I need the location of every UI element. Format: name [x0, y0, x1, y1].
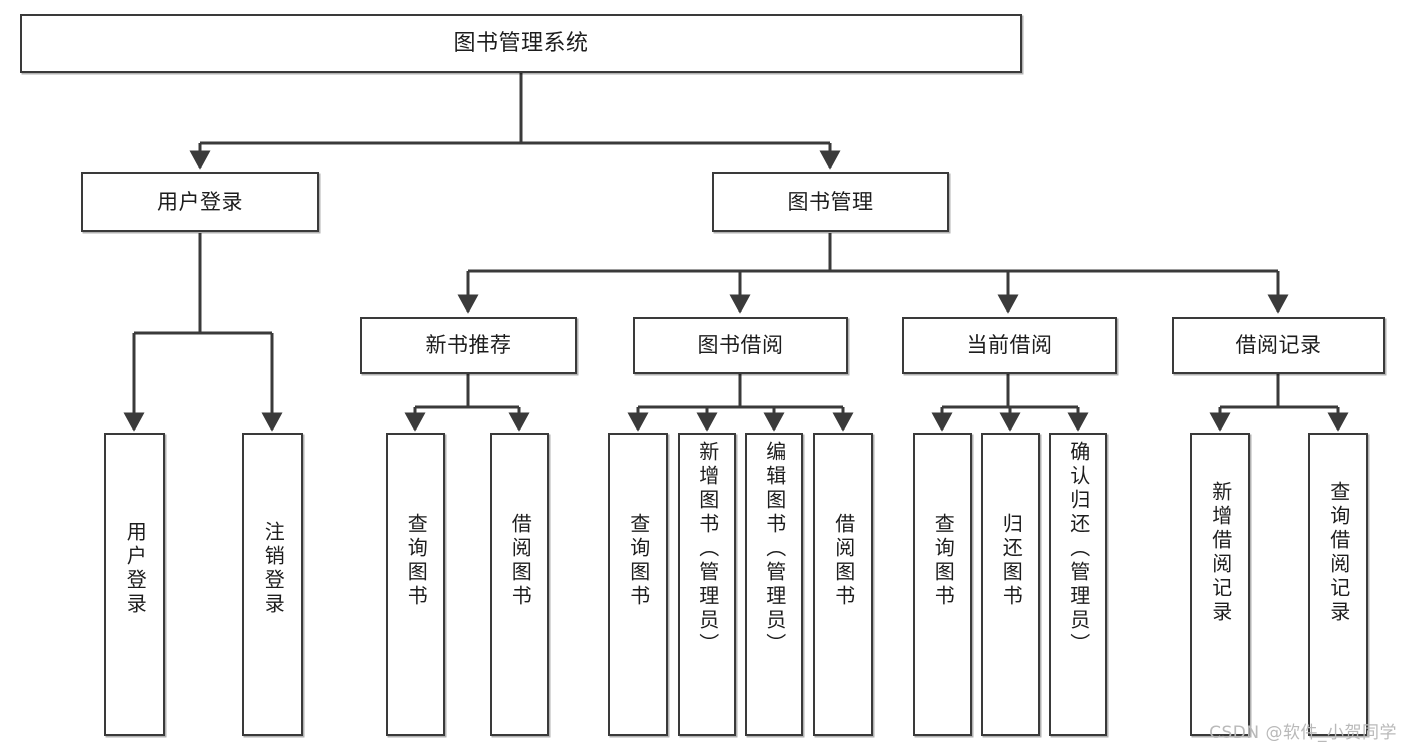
node-user-login[interactable]: 用户登录 [81, 172, 319, 232]
leaf-user-login-logout[interactable]: 注销登录 [242, 433, 303, 736]
leaf-borrow-query-book-label: 查询图书 [626, 513, 651, 609]
leaf-current-query-book-label: 查询图书 [931, 513, 956, 609]
leaf-borrow-query-book[interactable]: 查询图书 [608, 433, 668, 736]
leaf-new-book-query[interactable]: 查询图书 [386, 433, 445, 736]
node-root-book-management-system[interactable]: 图书管理系统 [20, 14, 1022, 73]
leaf-current-confirm-return-label: 确认归还（管理员） [1066, 441, 1091, 657]
leaf-record-query-record[interactable]: 查询借阅记录 [1308, 433, 1368, 736]
node-current-borrow-label: 当前借阅 [966, 333, 1053, 358]
leaf-current-query-book[interactable]: 查询图书 [913, 433, 972, 736]
leaf-borrow-borrow-book-label: 借阅图书 [831, 513, 856, 609]
leaf-user-login-logout-label: 注销登录 [261, 521, 286, 617]
leaf-current-return-book-label: 归还图书 [999, 513, 1024, 609]
node-new-book-recommend[interactable]: 新书推荐 [360, 317, 577, 374]
node-borrow-record-label: 借阅记录 [1235, 333, 1322, 358]
leaf-record-add-record-label: 新增借阅记录 [1208, 481, 1233, 625]
leaf-current-confirm-return[interactable]: 确认归还（管理员） [1049, 433, 1107, 736]
leaf-record-add-record[interactable]: 新增借阅记录 [1190, 433, 1250, 736]
leaf-borrow-edit-book[interactable]: 编辑图书（管理员） [745, 433, 803, 736]
leaf-record-query-record-label: 查询借阅记录 [1326, 481, 1351, 625]
leaf-new-book-borrow-label: 借阅图书 [508, 513, 533, 609]
leaf-current-return-book[interactable]: 归还图书 [981, 433, 1040, 736]
node-root-label: 图书管理系统 [453, 30, 589, 56]
node-book-borrow[interactable]: 图书借阅 [633, 317, 848, 374]
leaf-user-login-login[interactable]: 用户登录 [104, 433, 165, 736]
node-new-book-recommend-label: 新书推荐 [425, 333, 512, 358]
node-book-borrow-label: 图书借阅 [697, 333, 784, 358]
leaf-new-book-query-label: 查询图书 [404, 513, 429, 609]
leaf-new-book-borrow[interactable]: 借阅图书 [490, 433, 549, 736]
leaf-user-login-login-label: 用户登录 [123, 521, 148, 617]
node-current-borrow[interactable]: 当前借阅 [902, 317, 1117, 374]
node-book-management[interactable]: 图书管理 [712, 172, 949, 232]
node-user-login-label: 用户登录 [157, 189, 243, 214]
leaf-borrow-add-book-label: 新增图书（管理员） [695, 441, 720, 657]
leaf-borrow-edit-book-label: 编辑图书（管理员） [762, 441, 787, 657]
leaf-borrow-borrow-book[interactable]: 借阅图书 [813, 433, 873, 736]
node-book-management-label: 图书管理 [787, 189, 874, 214]
leaf-borrow-add-book[interactable]: 新增图书（管理员） [678, 433, 736, 736]
watermark-csdn: CSDN @软件_小贺同学 [1209, 723, 1397, 743]
node-borrow-record[interactable]: 借阅记录 [1172, 317, 1385, 374]
